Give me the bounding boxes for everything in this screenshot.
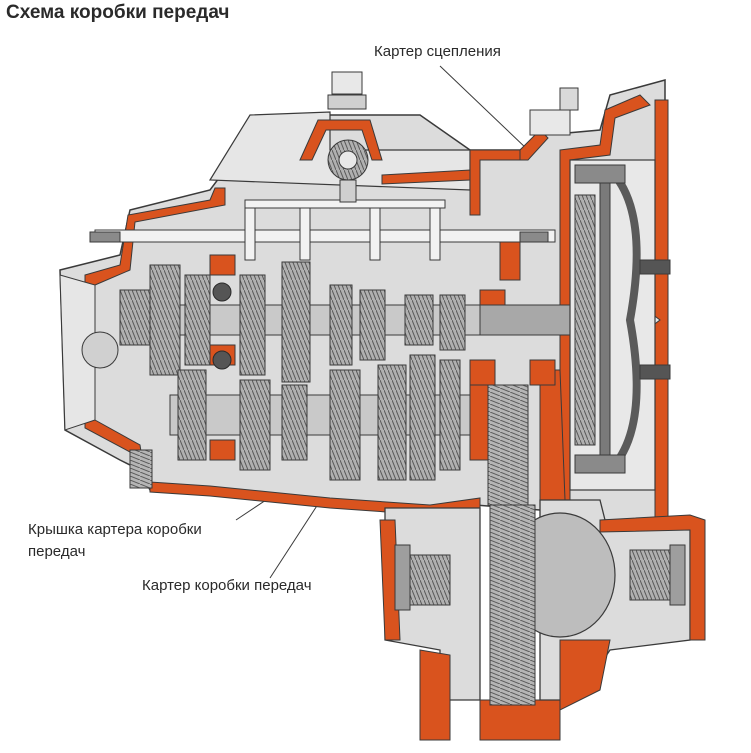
clutch-assembly [569, 159, 671, 491]
detent-springs [89, 231, 549, 243]
label-gearbox-cover-line1: Крышка картера коробки [28, 521, 202, 538]
diagram-title: Схема коробки передач [6, 2, 230, 23]
selector-rods [94, 199, 556, 261]
label-clutch-housing: Картер сцепления [374, 43, 501, 60]
differential-housing [379, 499, 706, 741]
leader-clutch-housing [439, 65, 529, 151]
final-drive-gear [487, 384, 536, 706]
output-bearings [394, 544, 686, 611]
label-gearbox-cover-line2: передач [28, 543, 86, 560]
bearing-balls [212, 282, 232, 370]
secondary-gear-stack [177, 354, 461, 481]
drain-plug [129, 449, 153, 489]
shift-mechanism [327, 71, 369, 203]
leader-gearbox-housing [269, 497, 323, 579]
release-lever [529, 87, 579, 136]
primary-gear-stack [149, 261, 466, 383]
housing-walls [84, 94, 669, 521]
left-end-cover [59, 274, 151, 431]
label-gearbox-housing: Картер коробки передач [142, 577, 312, 594]
